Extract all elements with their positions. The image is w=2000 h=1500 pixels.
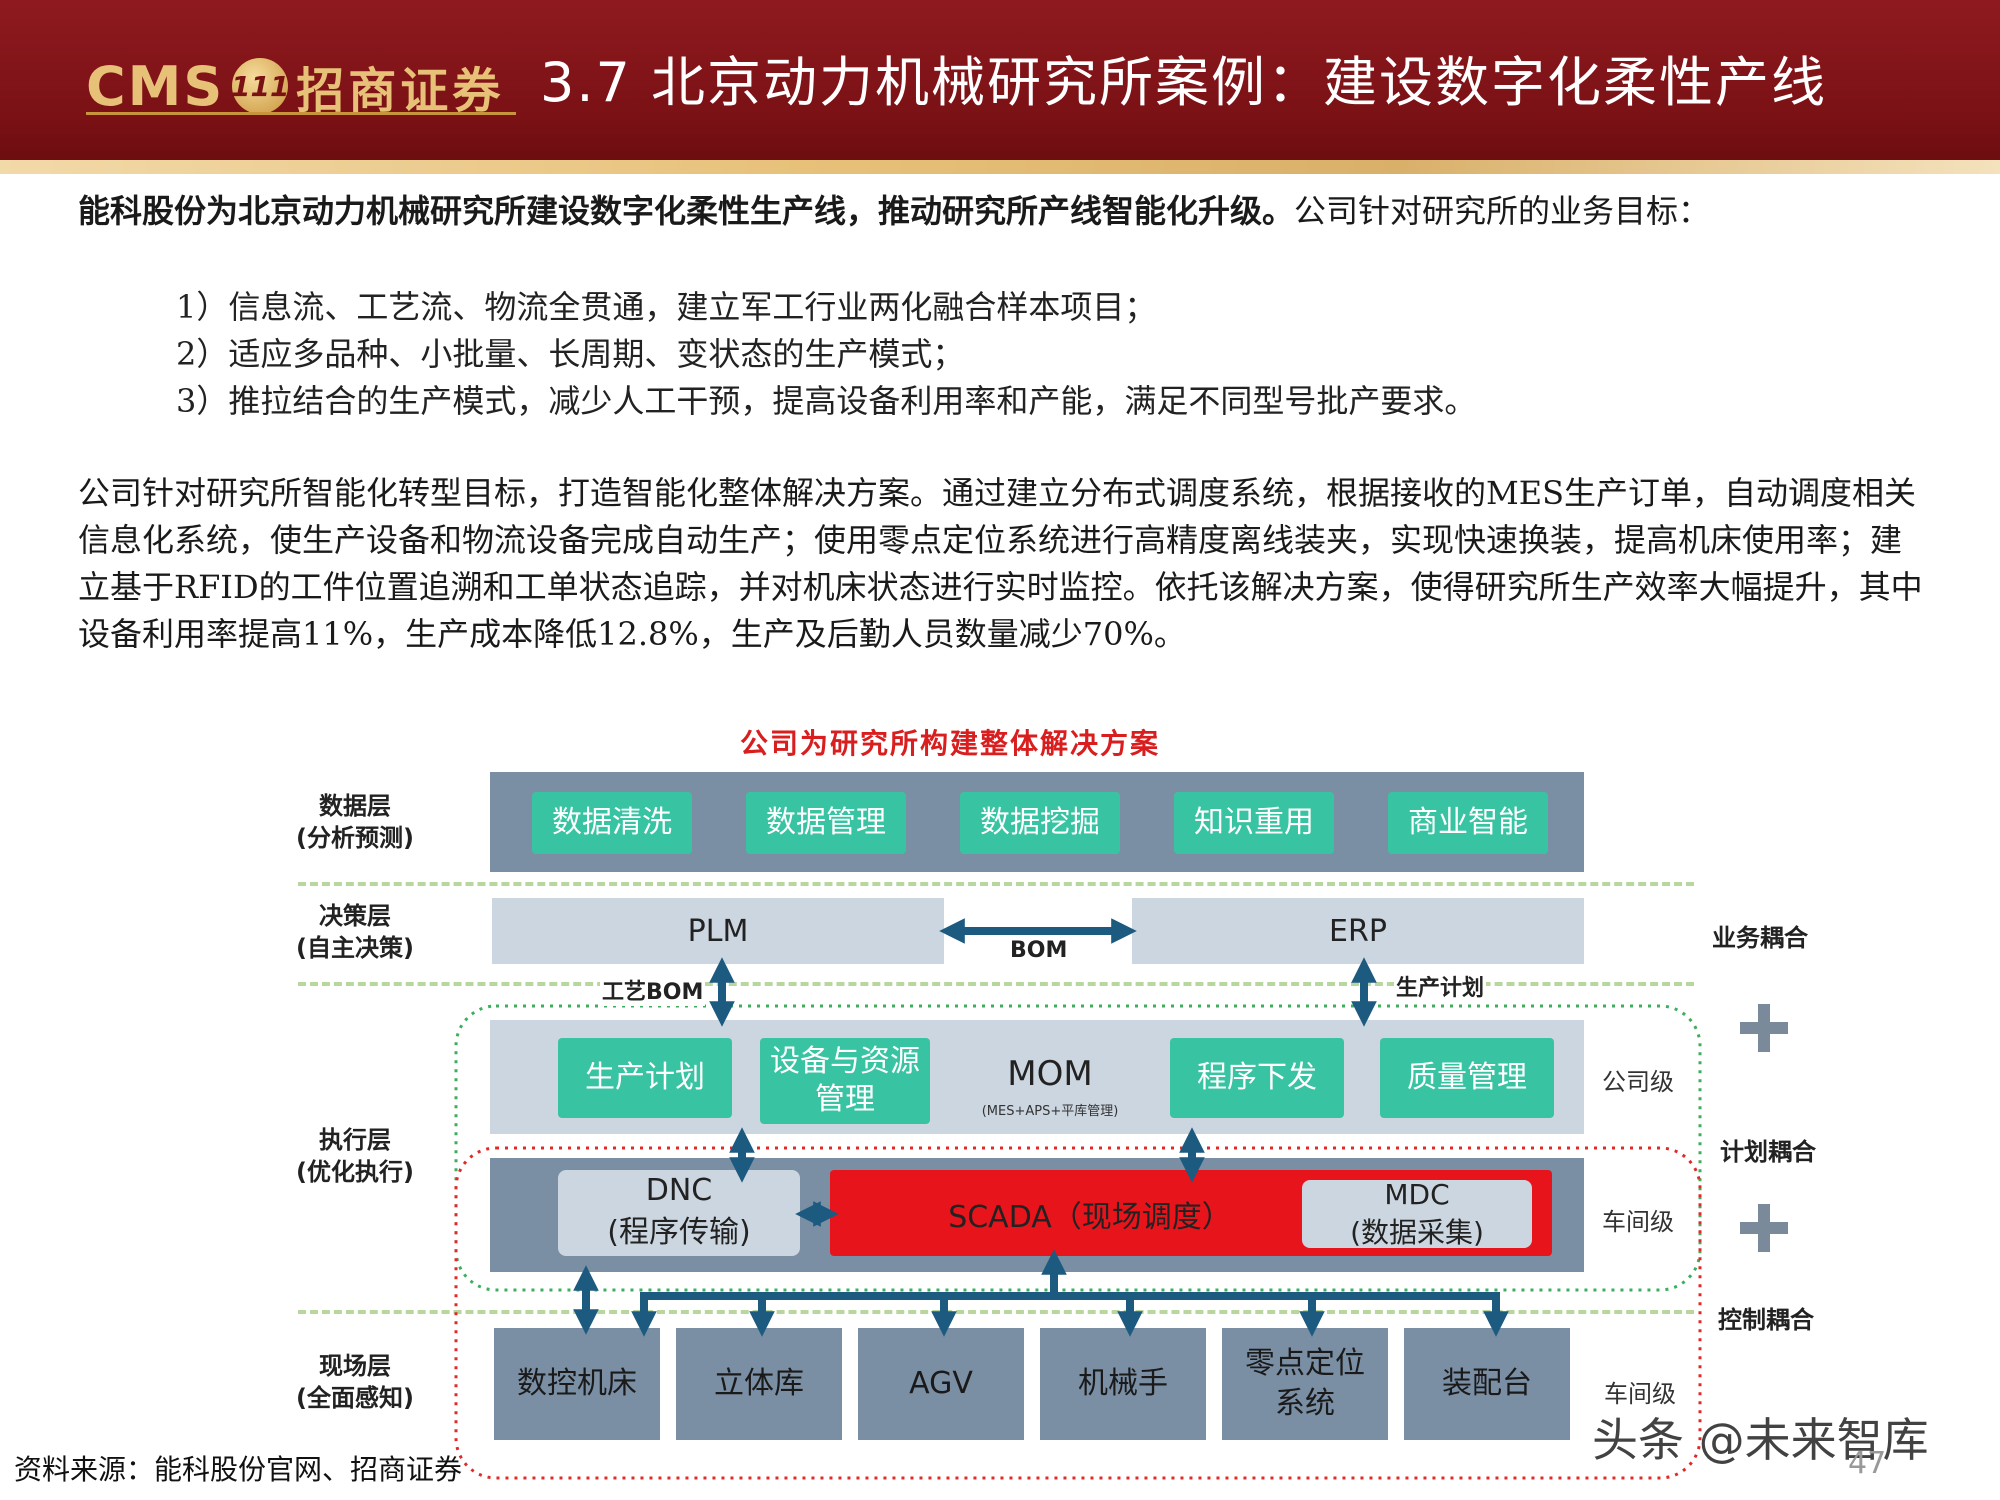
layer-label-execution: 执行层 (优化执行) (280, 1124, 430, 1188)
level-company: 公司级 (1602, 1068, 1674, 1096)
mdc-name: MDC (1384, 1178, 1450, 1211)
data-item-cleaning: 数据清洗 (532, 792, 692, 854)
field-item-warehouse: 立体库 (676, 1328, 842, 1440)
layer-data-sub: (分析预测) (296, 824, 414, 852)
watermark: 头条 @未来智库 (1592, 1413, 1929, 1467)
bom-label: BOM (1010, 938, 1068, 963)
header-gold-stripe (0, 160, 2000, 174)
layer-decision-sub: (自主决策) (296, 934, 414, 962)
field-item-cnc: 数控机床 (494, 1328, 660, 1440)
layer-label-data: 数据层 (分析预测) (280, 790, 430, 854)
separator-execution-field (298, 1310, 1694, 1314)
data-item-bi: 商业智能 (1388, 792, 1548, 854)
dnc-name: DNC (645, 1173, 713, 1208)
source-note: 资料来源：能科股份官网、招商证券 (14, 1453, 463, 1486)
craft-bom-label: 工艺BOM (600, 974, 706, 1006)
field-item-zero-point: 零点定位系统 (1222, 1328, 1388, 1440)
mom-label: MOM (1007, 1054, 1093, 1094)
separator-data-decision (298, 882, 1694, 886)
mdc-box (1302, 1180, 1532, 1248)
layer-label-field: 现场层 (全面感知) (280, 1350, 430, 1414)
diagram-title: 公司为研究所构建整体解决方案 (739, 727, 1160, 760)
label-control-coupling: 控制耦合 (1718, 1306, 1814, 1334)
production-plan-label: 生产计划 (1394, 970, 1487, 1002)
layer-execution-sub: (优化执行) (296, 1158, 414, 1186)
layer-decision-name: 决策层 (319, 902, 391, 930)
field-item-agv: AGV (858, 1328, 1024, 1440)
plus-icon-1 (1740, 1004, 1788, 1052)
label-business-coupling: 业务耦合 (1712, 924, 1808, 952)
layer-field-name: 现场层 (319, 1352, 391, 1380)
intro-paragraph: 能科股份为北京动力机械研究所建设数字化柔性生产线，推动研究所产线智能化升级。公司… (78, 188, 1928, 235)
mdc-sub: (数据采集) (1350, 1216, 1484, 1249)
label-plan-coupling: 计划耦合 (1720, 1138, 1816, 1166)
data-item-management: 数据管理 (746, 792, 906, 854)
field-item-robot-arm: 机械手 (1040, 1328, 1206, 1440)
header-bar (0, 0, 2000, 168)
mom-item-equipment-resource: 设备与资源管理 (760, 1038, 930, 1124)
intro-bold: 能科股份为北京动力机械研究所建设数字化柔性生产线，推动研究所产线智能化升级。 (78, 192, 1295, 230)
level-workshop-field: 车间级 (1604, 1380, 1676, 1408)
erp-box: ERP (1132, 898, 1584, 964)
layer-field-sub: (全面感知) (296, 1384, 414, 1412)
layer-data-name: 数据层 (319, 792, 391, 820)
solution-paragraph: 公司针对研究所智能化转型目标，打造智能化整体解决方案。通过建立分布式调度系统，根… (78, 474, 1923, 653)
mom-item-program-dispatch: 程序下发 (1170, 1038, 1344, 1118)
dnc-label: DNC (程序传输) (558, 1170, 800, 1254)
goal-item-1: 1）信息流、工艺流、物流全贯通，建立军工行业两化融合样本项目； (176, 288, 1157, 326)
layer-label-decision: 决策层 (自主决策) (280, 900, 430, 964)
logo-cn-text: 招商证券 (296, 63, 505, 119)
field-item-assembly: 装配台 (1404, 1328, 1570, 1440)
data-item-knowledge-reuse: 知识重用 (1174, 792, 1334, 854)
intro-rest: 公司针对研究所的业务目标： (1294, 192, 1711, 230)
data-item-mining: 数据挖掘 (960, 792, 1120, 854)
shopfloor-scope-outline (454, 1146, 1702, 1480)
layer-execution-name: 执行层 (319, 1126, 391, 1154)
goal-item-2: 2）适应多品种、小批量、长周期、变状态的生产模式； (176, 335, 965, 373)
dnc-box (558, 1170, 800, 1256)
dnc-sub: (程序传输) (607, 1215, 751, 1250)
mom-item-production-plan: 生产计划 (558, 1038, 732, 1118)
mdc-label: MDC (数据采集) (1302, 1176, 1532, 1252)
plus-icon-2 (1740, 1204, 1788, 1252)
logo-cms-text: CMS (86, 54, 225, 118)
logo-underline (86, 112, 516, 115)
level-workshop: 车间级 (1602, 1208, 1674, 1236)
plm-box: PLM (492, 898, 944, 964)
page-number: 47 (1848, 1446, 1887, 1481)
separator-decision-execution (298, 982, 1694, 986)
logo-badge-icon: 111 (231, 58, 290, 114)
mom-sublabel: (MES+APS+平库管理) (981, 1104, 1119, 1119)
mom-item-quality-management: 质量管理 (1380, 1038, 1554, 1118)
scada-label: SCADA（现场调度） (948, 1200, 1232, 1235)
cms-logo: CMS 111 招商证券 (86, 46, 504, 126)
page-title: 3.7 北京动力机械研究所案例：建设数字化柔性产线 (540, 51, 1828, 114)
goal-item-3: 3）推拉结合的生产模式，减少人工干预，提高设备利用率和产能，满足不同型号批产要求… (176, 382, 1477, 420)
